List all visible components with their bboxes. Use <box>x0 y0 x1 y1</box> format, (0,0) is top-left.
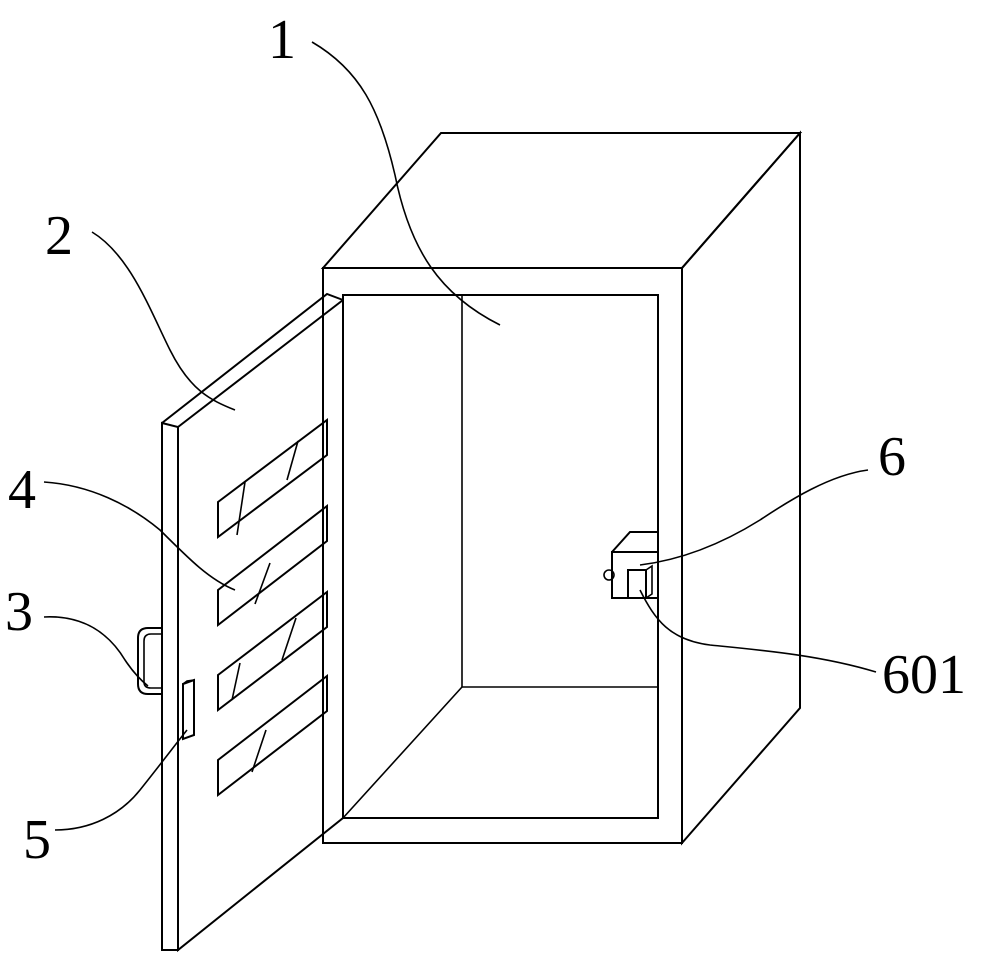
label-4: 4 <box>8 459 36 521</box>
vent-slot <box>217 673 328 798</box>
handle <box>137 627 162 695</box>
label-2: 2 <box>45 205 73 267</box>
part-labels: 1 2 4 3 5 6 601 <box>5 9 966 871</box>
vent-slot <box>217 589 328 713</box>
vent-slot <box>217 503 328 628</box>
leader-3 <box>43 616 149 687</box>
label-601: 601 <box>882 644 966 706</box>
leader-lines <box>43 41 877 831</box>
cabinet-side-face <box>681 130 801 846</box>
label-5: 5 <box>23 809 51 871</box>
door-front-face <box>177 297 344 953</box>
door-top-edge <box>161 292 344 424</box>
label-6: 6 <box>878 426 906 488</box>
door-edge <box>161 421 179 951</box>
leader-4 <box>43 481 236 591</box>
lock-block <box>603 531 659 599</box>
leader-1 <box>311 41 501 326</box>
lock-block-top <box>611 531 658 553</box>
label-1: 1 <box>268 9 296 71</box>
leader-601 <box>639 589 877 673</box>
cabinet-body <box>320 130 803 846</box>
cabinet-front-face <box>322 267 683 844</box>
leader-6 <box>639 469 869 566</box>
door-opening <box>342 294 659 819</box>
interior-floor-diagonal <box>342 686 463 819</box>
lock-block-front <box>611 551 659 599</box>
lock-pin <box>603 569 615 581</box>
vents <box>217 417 328 798</box>
leader-5 <box>54 729 188 831</box>
door-latch <box>182 678 195 741</box>
door <box>161 292 344 953</box>
lock-slot <box>627 569 647 599</box>
cabinet-top-face <box>320 132 803 269</box>
vent-slot <box>217 417 328 540</box>
leader-2 <box>91 231 236 411</box>
label-3: 3 <box>5 581 33 643</box>
